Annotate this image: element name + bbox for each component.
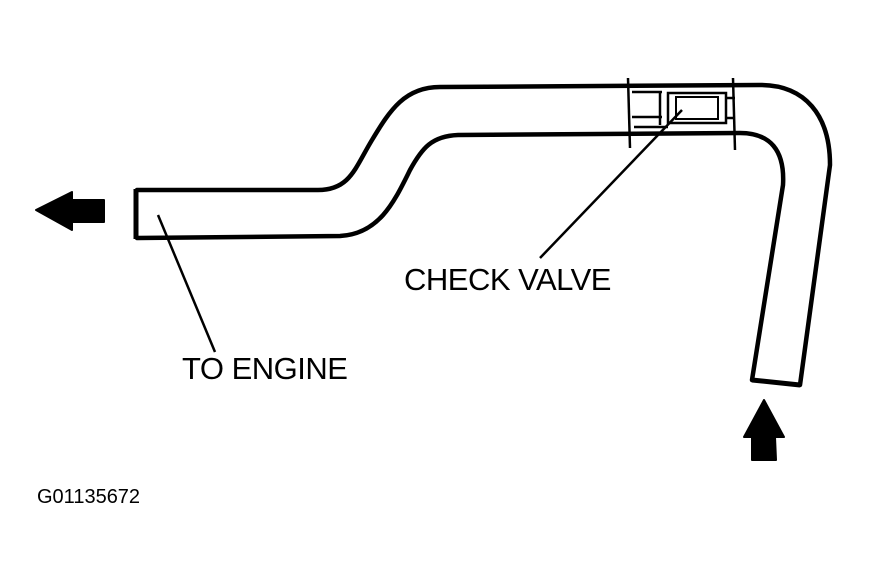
flow-in-arrow-icon: [743, 399, 785, 461]
check-valve-leader: [539, 109, 683, 259]
flow-out-arrow-icon: [35, 191, 105, 231]
hose-outer-wall: [134, 82, 833, 388]
check-valve-label: CHECK VALVE: [404, 262, 611, 297]
figure-id: G01135672: [37, 486, 141, 508]
hose-inlet-end: [751, 377, 801, 388]
hose-inner-wall: [134, 130, 786, 383]
to-engine-leader: [156, 214, 217, 353]
check-valve-fitting: [626, 77, 737, 151]
to-engine-label: TO ENGINE: [182, 351, 348, 386]
